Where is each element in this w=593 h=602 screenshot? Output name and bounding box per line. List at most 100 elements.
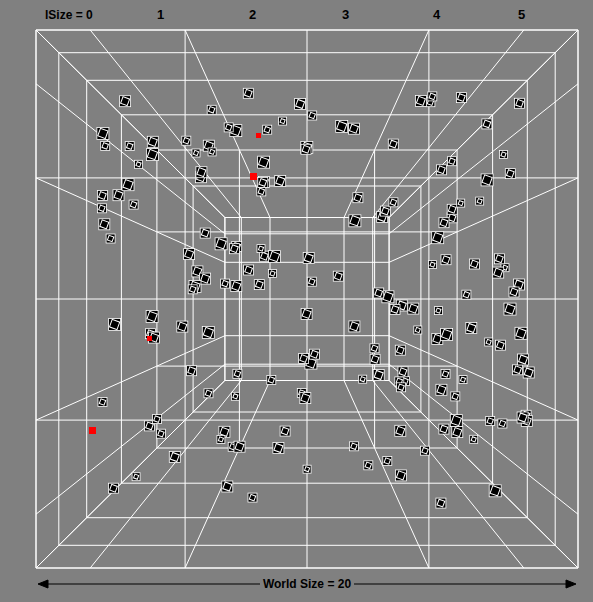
object-icon [187,366,197,376]
grid-line [185,30,270,218]
object-icon [258,177,268,187]
object-icon [196,167,207,178]
object-icon [208,148,216,156]
grid-line [389,299,578,300]
object-icon [217,435,225,443]
object-icon [177,321,188,332]
grid-line [428,30,429,568]
object-icon [462,290,471,299]
grid-line [36,381,225,569]
object-icon [184,249,195,260]
object-icon [231,281,242,292]
object-icon [498,419,507,428]
object-icon [364,461,373,470]
object-icon [169,452,180,463]
object-icon [146,149,158,161]
arrow-head [566,580,576,588]
object-icon [493,267,504,278]
column-number: 5 [515,8,528,22]
object-icon [248,493,257,502]
grid-line [307,381,308,569]
object-icon [408,303,419,314]
size-label: lSize = 0 [42,8,96,22]
object-icon [515,327,527,339]
object-icon [469,259,479,269]
object-icon [295,99,306,110]
column-number: 2 [246,8,259,22]
grid-line [389,336,578,420]
object-icon [436,165,446,175]
object-icon [135,160,143,168]
object-icon [447,204,457,214]
column-number: 3 [339,8,352,22]
object-icon [273,443,284,454]
object-icon [106,234,115,243]
object-icon [348,123,359,134]
object-icon [450,415,462,427]
object-icon [436,498,446,508]
object-icon [429,261,437,269]
grid-line [36,178,225,262]
grid-line [185,381,270,569]
object-icon [459,376,467,384]
object-icon [97,191,107,201]
object-icon [109,483,119,493]
object-icon [307,277,316,286]
object-icon [269,251,281,263]
object-icon [489,485,501,497]
object-icon [267,375,276,384]
object-icon [439,218,449,228]
object-icon [389,198,398,207]
object-icon [414,326,422,334]
object-icons [89,88,534,508]
grid-line [344,381,429,569]
object-icon [233,369,242,378]
arrow-head [38,580,48,588]
object-icon [398,367,408,377]
object-icon [263,125,272,134]
grid-line [389,178,578,262]
object-icon [509,287,519,297]
grid-line [373,30,524,218]
grid-line [389,381,578,569]
object-icon [370,354,380,364]
object-icon [333,271,343,281]
object-icon [258,177,269,188]
object-icon [383,457,392,466]
selected-object [250,173,257,180]
object-icon [523,367,534,378]
selected-object [89,427,96,434]
object-icon [204,389,213,398]
object-icon [395,345,405,355]
dimension-label: World Size = 20 [260,577,354,591]
object-icon [395,470,406,481]
object-icon [485,338,493,346]
grid-line [389,84,578,234]
object-icon [269,270,277,278]
object-icon [182,136,191,145]
grid-line [90,381,241,569]
object-icon [229,244,239,254]
grid-line [389,30,578,218]
object-icon [215,238,227,250]
object-icon [200,228,210,238]
object-icon [349,321,360,332]
object-icon [482,119,492,129]
object-icon [202,327,214,339]
grid-line [36,336,225,420]
object-icon [146,310,158,322]
grid-line [344,218,345,381]
selected-object [147,336,152,341]
object-icon [481,174,493,186]
object-icon [476,197,484,205]
object-icon [309,349,319,359]
object-icon [513,365,523,375]
object-icon [518,354,529,365]
object-icon [470,435,478,443]
grid-line [389,30,578,218]
object-icon [122,179,134,191]
object-icon [441,328,453,340]
object-icon [421,446,430,455]
object-icon [303,253,314,264]
